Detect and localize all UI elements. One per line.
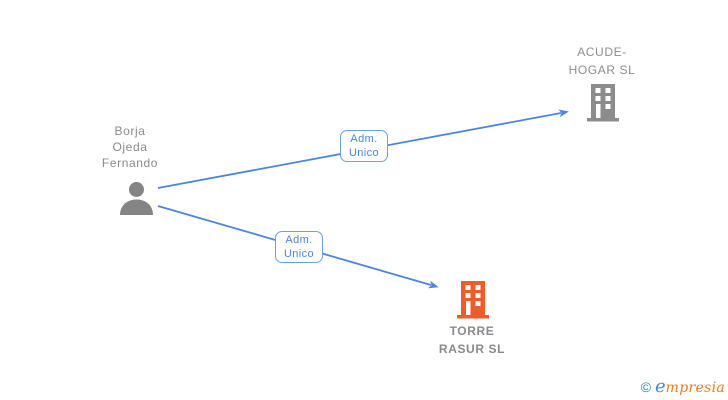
person-name-line2: Ojeda (112, 140, 148, 154)
company-name-torre[interactable]: TORRE RASUR SL (412, 322, 532, 358)
person-name-line1: Borja (114, 124, 146, 138)
person-name[interactable]: Borja Ojeda Fernando (70, 123, 190, 171)
building-icon-acude[interactable] (585, 84, 621, 122)
relationship-label-acude: Adm. Unico (340, 130, 388, 162)
company-name-line1: TORRE (449, 324, 495, 338)
relationship-label-torre: Adm. Unico (275, 231, 323, 263)
brand-wordmark: empresia (655, 376, 725, 397)
building-icon-torre[interactable] (455, 281, 491, 319)
relationship-label-line1: Adm. (350, 133, 378, 145)
relationship-label-line1: Adm. (285, 234, 313, 246)
company-name-line2: RASUR SL (438, 342, 506, 356)
company-name-line2: HOGAR SL (568, 63, 636, 77)
brand-rest: mpresia (665, 380, 725, 396)
relationship-label-line2: Unico (348, 147, 380, 159)
company-name-line1: ACUDE- (577, 45, 627, 59)
brand-initial: e (655, 376, 666, 397)
copyright-icon: © (640, 379, 652, 395)
person-icon[interactable] (118, 182, 155, 215)
person-name-line3: Fernando (101, 156, 159, 170)
relationship-label-line2: Unico (283, 248, 315, 260)
company-name-acude[interactable]: ACUDE- HOGAR SL (543, 43, 661, 79)
empresia-logo[interactable]: © empresia (641, 376, 725, 397)
